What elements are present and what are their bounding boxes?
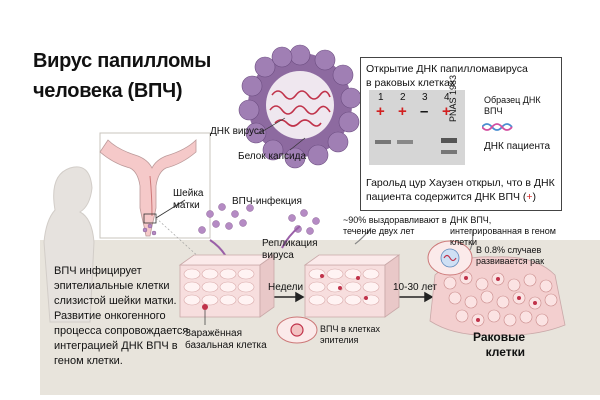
sign-2: + <box>398 103 407 120</box>
lane-2: 2 <box>400 92 406 103</box>
gel-bands <box>375 138 457 154</box>
uterus-anatomy <box>99 132 211 259</box>
sign-1: + <box>376 103 385 120</box>
woman-silhouette <box>43 166 95 323</box>
cancer-tissue <box>427 240 566 336</box>
epithelium-label: ВПЧ в клетках эпителия <box>320 324 381 345</box>
tissue-block-infected <box>178 254 276 325</box>
infection-label: ВПЧ-инфекция <box>232 196 302 207</box>
lane-1: 1 <box>378 92 384 103</box>
caption-end: ) <box>532 191 537 203</box>
tissue-block-replication <box>276 254 401 344</box>
integrated-dna-label: ДНК ВПЧ, интегрированная в геном клетки <box>450 215 556 247</box>
source-label: PNAS 1983 <box>448 74 458 122</box>
recovery-label: ~90% выздоравливают в течение двух лет <box>343 215 447 236</box>
infected-cell-label: Заражённая базальная клетка <box>185 328 267 351</box>
sample-dna-label: Образец ДНК ВПЧ <box>484 95 541 116</box>
dna-box-title: Открытие ДНК папилломавируса в раковых к… <box>366 63 528 89</box>
patient-dna-label: ДНК пациента <box>484 141 551 152</box>
caption-text: Гарольд цур Хаузен открыл, что в ДНК пац… <box>366 177 555 203</box>
cervix-label: Шейка матки <box>173 188 204 211</box>
caption-plus: + <box>526 191 533 203</box>
virus-dna-label: ДНК вируса <box>210 126 265 137</box>
gel-signs: ++–+ <box>376 104 472 120</box>
years-label: 10-30 лет <box>393 282 437 293</box>
lane-4: 4 <box>444 92 450 103</box>
replication-label: Репликация вируса <box>262 238 318 261</box>
lane-3: 3 <box>422 92 428 103</box>
gel-lane-numbers: 1 2 3 4 <box>378 92 468 104</box>
cancer-cells-label: Раковые клетки <box>473 330 525 359</box>
capsid-label: Белок капсида <box>238 151 307 162</box>
dna-box-caption: Гарольд цур Хаузен открыл, что в ДНК пац… <box>366 176 556 204</box>
weeks-label: Недели <box>268 282 304 293</box>
page-title: Вирус папилломы человека (ВПЧ) <box>33 50 212 102</box>
sign-3: – <box>420 103 429 120</box>
description-text: ВПЧ инфицирует эпителиальные клетки слиз… <box>54 265 189 367</box>
dna-strand-icon <box>482 123 513 131</box>
sign-4: + <box>442 103 451 120</box>
cancer-risk-label: В 0.8% случаев развивается рак <box>476 245 545 266</box>
virus-particle <box>238 44 362 169</box>
